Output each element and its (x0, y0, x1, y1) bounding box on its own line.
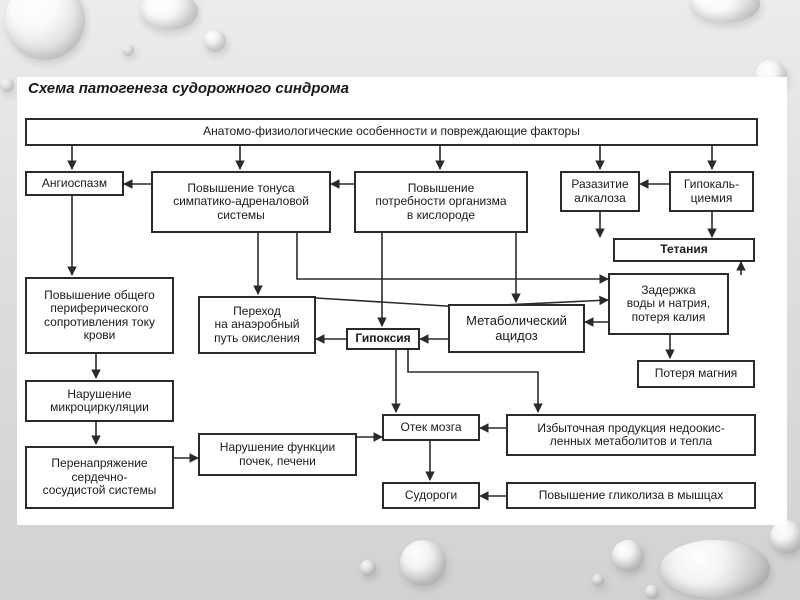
node-metabolic-acidosis: Метаболический ацидоз (448, 304, 585, 353)
node-angiospasm: Ангиоспазм (25, 171, 124, 196)
node-anaerobic-transition: Переход на анаэробный путь окисления (198, 296, 316, 354)
node-hypoxia: Гипоксия (346, 328, 420, 350)
node-oxygen-demand: Повышение потребности организма в кислор… (354, 171, 528, 233)
water-drop-decoration (204, 30, 226, 52)
node-peripheral-resistance: Повышение общего периферического сопроти… (25, 277, 174, 354)
node-tetany: Тетания (613, 238, 755, 262)
diagram-title: Схема патогенеза судорожного синдрома (28, 80, 349, 97)
node-excess-metabolites: Избыточная продукция недоокис- ленных ме… (506, 414, 756, 456)
node-cardiovascular-overstrain: Перенапряжение сердечно- сосудистой сист… (25, 446, 174, 509)
node-damaging-factors: Анатомо-физиологические особенности и по… (25, 118, 758, 146)
water-drop-decoration (0, 78, 14, 92)
water-drop-decoration (660, 540, 770, 598)
water-drop-decoration (690, 0, 760, 23)
water-drop-decoration (592, 574, 604, 586)
node-magnesium-loss: Потеря магния (637, 360, 755, 388)
water-drop-decoration (5, 0, 85, 60)
water-drop-decoration (360, 560, 376, 576)
node-hypocalcemia: Гипокаль- циемия (669, 171, 754, 212)
water-drop-decoration (770, 520, 800, 554)
node-alkalosis: Разазитие алкалоза (560, 171, 640, 212)
node-seizures: Судороги (382, 482, 480, 509)
node-microcirculation-disorder: Нарушение микроциркуляции (25, 380, 174, 422)
node-kidney-liver-dysfunction: Нарушение функции почек, печени (198, 433, 357, 476)
node-brain-edema: Отек мозга (382, 414, 480, 441)
water-drop-decoration (645, 585, 659, 599)
water-drop-decoration (612, 540, 644, 572)
node-water-sodium-retention: Задержка воды и натрия, потеря калия (608, 273, 729, 335)
water-drop-decoration (122, 44, 134, 56)
node-sympathetic-tone: Повышение тонуса симпатико-адреналовой с… (151, 171, 331, 233)
water-drop-decoration (140, 0, 198, 30)
node-muscle-glycolysis: Повышение гликолиза в мышцах (506, 482, 756, 509)
water-drop-decoration (400, 540, 446, 586)
